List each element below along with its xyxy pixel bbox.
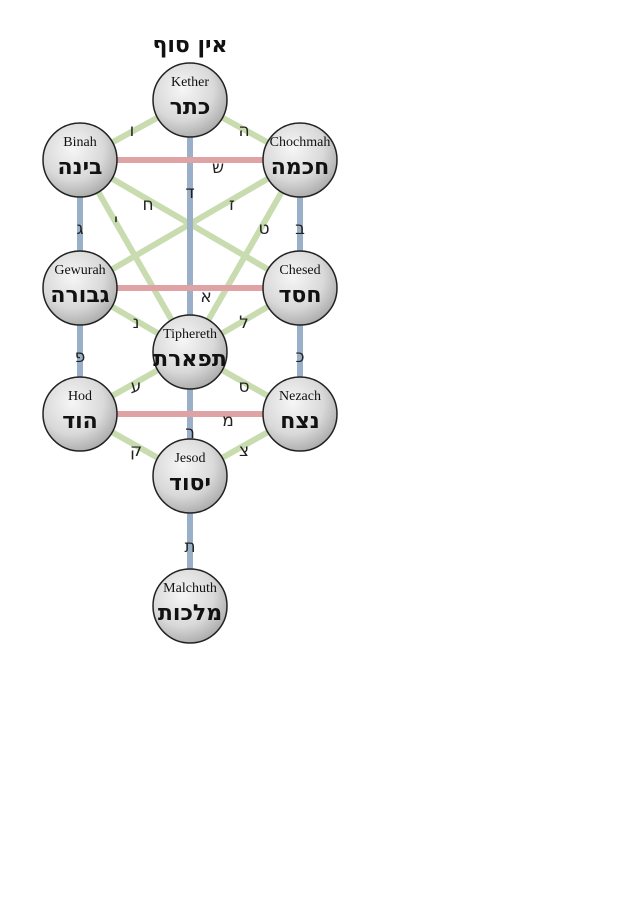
- sephirah-circle: [42, 250, 118, 326]
- sephirah-name: Chochmah: [270, 135, 331, 150]
- path-letter: ת: [184, 537, 195, 557]
- sephirah-kether: Kether כתר: [152, 62, 228, 138]
- path-letter: מ: [222, 411, 234, 431]
- path-letter: ג: [76, 219, 83, 239]
- sephirah-binah: Binah בינה: [42, 122, 118, 198]
- sephirah-hebrew: נצח: [280, 409, 319, 434]
- ein-sof-title: אין סוף: [152, 33, 227, 58]
- path-letter: ז: [229, 195, 235, 215]
- sephirah-name: Nezach: [279, 389, 321, 404]
- sephirah-name: Hod: [68, 389, 92, 404]
- sephirah-name: Gewurah: [54, 263, 105, 278]
- sephirah-hebrew: גבורה: [50, 283, 109, 308]
- sephirah-hebrew: חכמה: [271, 155, 330, 180]
- path-letter: ק: [130, 441, 142, 461]
- path-letter: נ: [133, 313, 140, 333]
- sephirah-hebrew: מלכות: [158, 601, 222, 626]
- sephirah-name: Binah: [63, 135, 96, 150]
- path-letter: פ: [75, 347, 86, 367]
- sephirah-circle: [42, 122, 118, 198]
- path-letter: ד: [185, 183, 194, 203]
- sephirah-hebrew: תפארת: [153, 347, 227, 372]
- sephirah-name: Jesod: [174, 451, 205, 466]
- sephirah-circle: [262, 250, 338, 326]
- path-letter: ב: [295, 219, 305, 239]
- sephirah-hebrew: הוד: [62, 409, 98, 434]
- sephirah-circle: [152, 314, 228, 390]
- sephirah-chochmah: Chochmah חכמה: [262, 122, 338, 198]
- sephirah-circle: [152, 568, 228, 644]
- sephirah-name: Malchuth: [163, 581, 217, 596]
- sephirah-name: Chesed: [279, 263, 320, 278]
- sephirah-gewurah: Gewurah גבורה: [42, 250, 118, 326]
- path-letter: ר: [185, 423, 195, 443]
- sephirah-hebrew: חסד: [278, 283, 321, 308]
- path-letters-layer: ו ה דש ג ח י ב ז ט א נ פ ל כ ע ס ר מ ק צ ת: [75, 121, 305, 557]
- sephirah-name: Tiphereth: [163, 327, 217, 342]
- sephirah-hebrew: בינה: [58, 155, 103, 180]
- sephiroth-layer: KetherכתרBinahבינהChochmahחכמהGewurahגבו…: [42, 62, 338, 644]
- path-letter: ח: [142, 195, 153, 215]
- path-letter: א: [200, 287, 211, 307]
- sephirah-hebrew: כתר: [170, 95, 211, 120]
- sephirah-name: Kether: [171, 75, 209, 90]
- sephirah-nezach: Nezach נצח: [262, 376, 338, 452]
- path-letter: ט: [258, 219, 269, 239]
- sephirah-circle: [42, 376, 118, 452]
- sephirah-circle: [262, 122, 338, 198]
- sephirah-chesed: Chesed חסד: [262, 250, 338, 326]
- path-letter: י: [114, 211, 118, 231]
- sephirah-circle: [262, 376, 338, 452]
- path-letter: ס: [238, 377, 249, 397]
- path-letter: ע: [131, 377, 142, 397]
- sephirah-malchuth: Malchuth מלכות: [152, 568, 228, 644]
- path-letter: צ: [239, 441, 249, 461]
- sephirah-jesod: Jesod יסוד: [152, 438, 228, 514]
- sephirah-hebrew: יסוד: [169, 471, 211, 496]
- path-letter: ה: [238, 121, 249, 141]
- sephirah-circle: [152, 438, 228, 514]
- path-letter: ש: [212, 158, 224, 178]
- sephirah-hod: Hod הוד: [42, 376, 118, 452]
- sephirah-circle: [152, 62, 228, 138]
- path-letter: ל: [239, 313, 249, 333]
- sephirah-tiphereth: Tiphereth תפארת: [152, 314, 228, 390]
- path-letter: ו: [130, 121, 135, 141]
- path-letter: כ: [296, 347, 305, 367]
